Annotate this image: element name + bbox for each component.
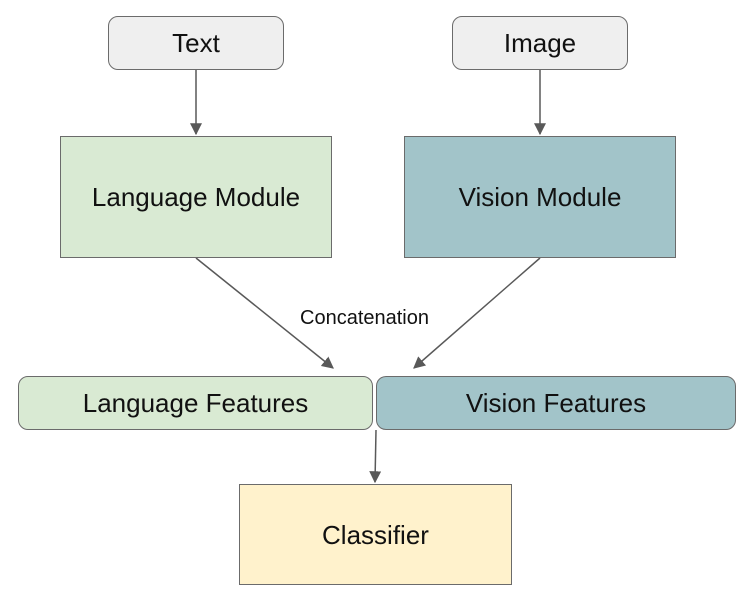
vision-features-label: Vision Features [465,388,647,418]
arrow-vision-module-to-features [413,257,541,369]
classifier-label: Classifier [322,519,429,550]
vision-module-label: Vision Module [458,182,622,212]
language-module-label: Language Module [91,182,301,212]
arrow-language-module-to-features [195,257,334,369]
classifier-node: Classifier [239,484,512,585]
text-input-node: Text [108,16,284,70]
text-input-label: Text [172,28,220,58]
language-features-node: Language Features [18,376,373,430]
vision-module-node: Vision Module [404,136,676,258]
vision-features-node: Vision Features [376,376,736,430]
image-input-label: Image [503,28,577,58]
image-input-node: Image [452,16,628,70]
arrow-features-to-classifier [369,429,382,484]
language-module-node: Language Module [60,136,332,258]
concatenation-label: Concatenation [300,307,429,329]
language-features-label: Language Features [82,388,309,418]
